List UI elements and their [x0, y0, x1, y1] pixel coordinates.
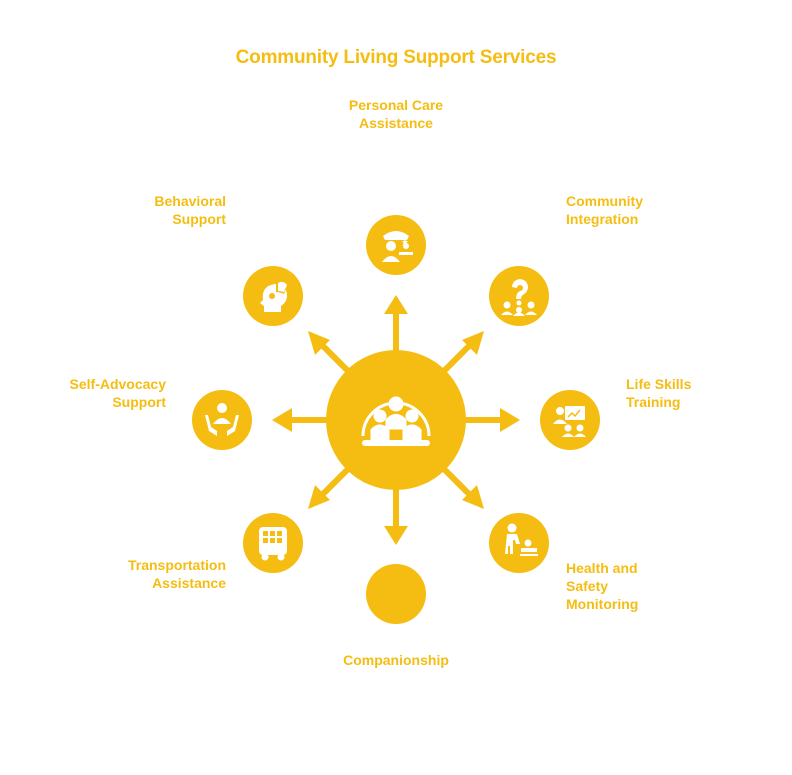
diagram-title: Community Living Support Services [235, 47, 557, 68]
hub-node [326, 350, 466, 490]
arrow-up-right [437, 331, 484, 378]
node-life-skills [540, 390, 600, 450]
label-self-advocacy: Self-Advocacy Support [69, 376, 166, 410]
arrow-right [460, 408, 520, 432]
arrow-up-left [308, 331, 355, 378]
label-community-integration: Community Integration [566, 193, 643, 227]
bus-icon [259, 527, 287, 561]
node-community-integration [489, 266, 549, 326]
arrow-down-right [437, 462, 484, 509]
caretaker-icon [505, 523, 538, 556]
arrow-left [272, 408, 332, 432]
arrow-down-left [308, 462, 355, 509]
caregiver-icon [382, 231, 413, 262]
node-personal-care [366, 215, 426, 275]
label-companionship: Companionship [343, 652, 449, 668]
presentation-icon [553, 406, 586, 437]
label-behavioral: Behavioral Support [154, 193, 226, 227]
label-transportation: Transportation Assistance [127, 557, 226, 591]
group-meeting-icon [361, 396, 431, 446]
node-behavioral [243, 266, 303, 326]
node-transportation [243, 513, 303, 573]
head-hand-icon [260, 280, 288, 312]
node-self-advocacy [192, 390, 252, 450]
person-hands-icon [205, 403, 239, 436]
arrow-down [384, 485, 408, 545]
node-companionship [366, 564, 426, 624]
label-life-skills: Life Skills Training [626, 376, 692, 410]
label-personal-care: Personal Care Assistance [348, 97, 444, 131]
group-question-icon [501, 279, 537, 316]
label-health-safety: Health and Safety Monitoring [566, 560, 639, 612]
node-health-safety [489, 513, 549, 573]
arrow-up [384, 295, 408, 355]
